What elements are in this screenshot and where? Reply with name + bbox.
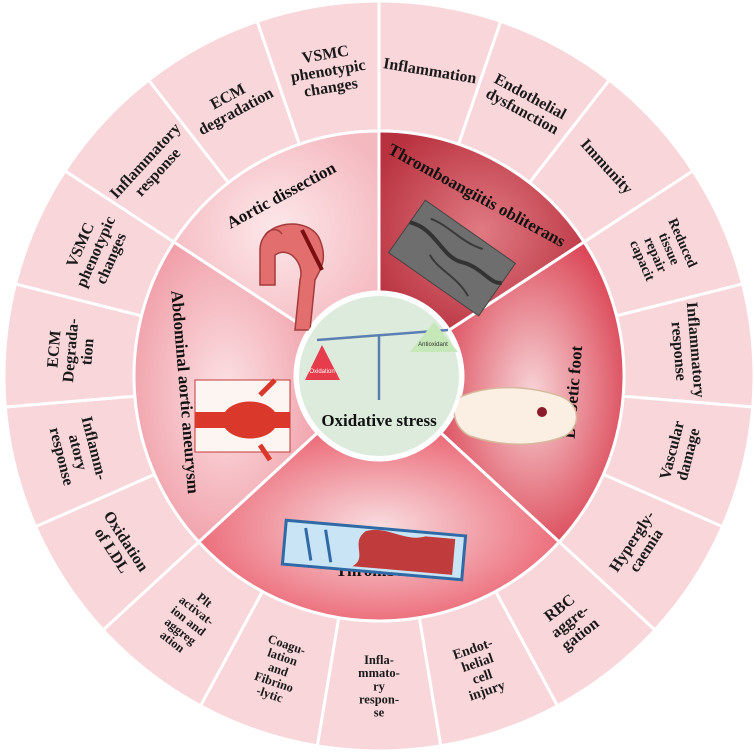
- oxidation-label: Oxidation: [309, 369, 334, 375]
- mechanism-label-line: cell: [471, 667, 495, 688]
- center-title: Oxidative stress: [321, 411, 437, 430]
- mechanism-label: Reducedtissuerepaircapacit: [624, 216, 699, 288]
- mechanism-label-line: ry: [373, 679, 386, 693]
- vessel-xray-icon: [387, 199, 517, 317]
- mechanism-label-line: tion: [78, 338, 97, 366]
- balance-scale-icon: [305, 322, 458, 400]
- thrombus-vessel-icon: [280, 518, 468, 582]
- mechanism-label-line: Infla-: [364, 653, 394, 667]
- mechanism-label-line: respon-: [359, 693, 399, 707]
- mechanism-label-line: response: [668, 321, 690, 381]
- mechanism-label: VSMCphenotypicchanges: [287, 40, 370, 102]
- mechanism-label: ECMDegrada-tion: [43, 317, 99, 385]
- mechanism-label-line: ECM: [44, 330, 64, 369]
- aneurysm-vessel-icon: [194, 378, 291, 462]
- mechanism-label-line: se: [374, 706, 385, 720]
- mechanism-label: Vasculardamage: [657, 419, 704, 485]
- mechanism-label-line: and: [266, 660, 290, 680]
- mechanism-label-line: Degrada-: [60, 318, 82, 383]
- foot-icon: [453, 386, 578, 445]
- mechanism-label-line: mmato-: [358, 666, 400, 680]
- mechanism-label: VSMCphenotypicchanges: [58, 207, 135, 297]
- aorta-icon: [259, 223, 325, 331]
- antioxidant-label: Antioxidant: [418, 342, 448, 348]
